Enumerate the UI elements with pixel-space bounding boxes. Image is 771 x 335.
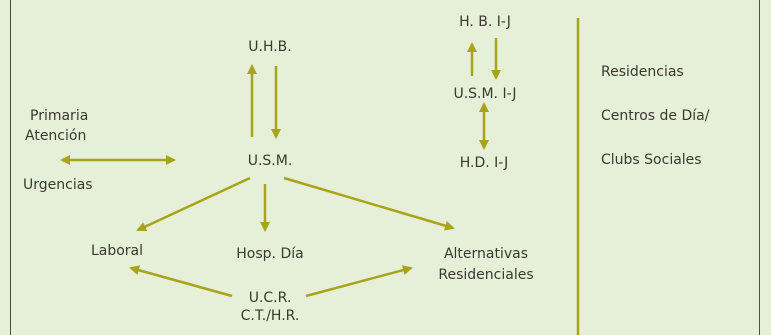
side-item-residencias: Residencias: [601, 64, 684, 80]
node-hb-ij: H. B. I-J: [459, 14, 511, 30]
node-alternativas-line2: Residenciales: [438, 267, 534, 283]
side-item-clubs-sociales: Clubs Sociales: [601, 152, 702, 168]
node-primaria-line1: Primaria: [30, 108, 89, 124]
node-hd-ij: H.D. I-J: [459, 155, 509, 171]
arrow-ucr-to-alternativas: [305, 265, 413, 298]
arrow-usm-to-alternativas: [283, 176, 455, 231]
node-hosp-dia: Hosp. Día: [236, 246, 304, 262]
side-item-centros-dia: Centros de Día/: [601, 108, 710, 124]
node-alternativas-line1: Alternativas: [443, 246, 529, 262]
arrow-usm-to-laboral: [136, 176, 251, 232]
node-primaria-line2: Atención: [25, 128, 87, 144]
node-laboral: Laboral: [90, 243, 144, 259]
diagram-frame: [10, 0, 760, 335]
node-ucr-line2: C.T./H.R.: [240, 308, 300, 324]
node-uhb: U.H.B.: [248, 39, 292, 55]
arrow-ucr-to-laboral: [129, 265, 233, 298]
node-usm: U.S.M.: [247, 153, 293, 169]
node-urgencias: Urgencias: [23, 177, 93, 193]
node-ucr-line1: U.C.R.: [248, 290, 292, 306]
node-usm-ij: U.S.M. I-J: [453, 86, 517, 102]
